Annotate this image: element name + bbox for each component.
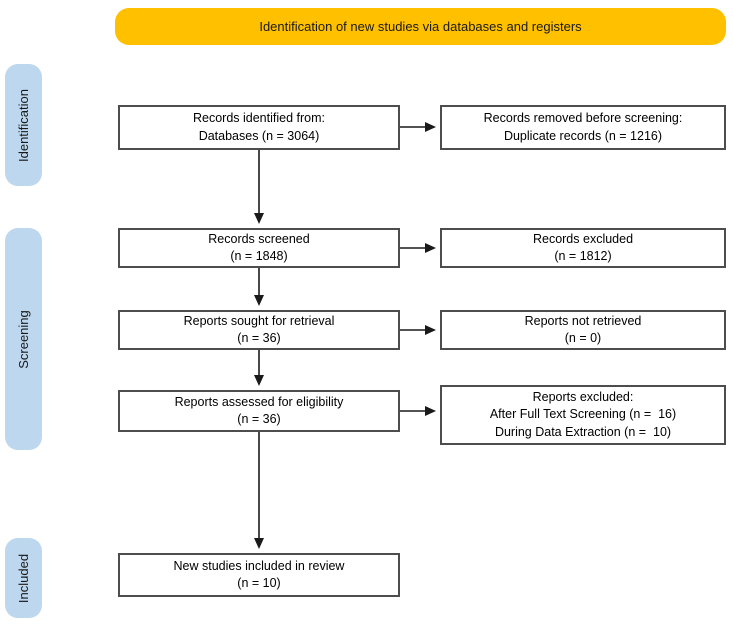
box-studies-included: New studies included in review (n = 10) [118,553,400,597]
box-text-line: Records excluded [532,231,634,246]
box-reports-sought: Reports sought for retrieval (n = 36) [118,310,400,350]
box-text-line: New studies included in review [173,558,345,573]
box-records-screened: Records screened (n = 1848) [118,228,400,268]
box-text-line: (n = 1848) [230,249,288,263]
box-text-line: (n = 36) [237,412,281,426]
stage-ribbon-screening: Screening [5,228,42,450]
box-reports-assessed: Reports assessed for eligibility (n = 36… [118,390,400,432]
box-text-line: Reports assessed for eligibility [174,394,344,409]
box-text-line: Reports excluded: [532,390,634,405]
box-text-line: Reports not retrieved [524,313,642,328]
banner-title: Identification of new studies via databa… [115,8,726,45]
stage-label-identification: Identification [16,88,31,162]
box-text-line: (n = 36) [237,331,281,345]
stage-label-screening: Screening [16,309,32,369]
box-text-line: Records screened [208,231,310,246]
box-text-line: Databases (n = 3064) [198,128,320,143]
box-records-identified: Records identified from: Databases (n = … [118,105,400,150]
box-text-line: During Data Extraction (n = 10) [494,424,672,439]
box-text-line: (n = 0) [564,331,602,345]
box-text-line: Records identified from: [192,111,325,126]
box-reports-not-retrieved: Reports not retrieved (n = 0) [440,310,726,350]
box-text-line: Records removed before screening: [483,111,683,126]
box-text-line: (n = 1812) [554,249,612,263]
box-records-excluded: Records excluded (n = 1812) [440,228,726,268]
box-text-line: After Full Text Screening (n = 16) [489,407,677,422]
stage-ribbon-identification: Identification [5,64,42,186]
box-records-removed: Records removed before screening: Duplic… [440,105,726,150]
stage-ribbon-included: Included [5,538,42,618]
stage-label-included: Included [16,553,31,603]
box-text-line: Reports sought for retrieval [183,313,335,328]
box-text-line: (n = 10) [237,576,281,590]
box-reports-excluded: Reports excluded: After Full Text Screen… [440,385,726,445]
box-text-line: Duplicate records (n = 1216) [503,128,663,143]
